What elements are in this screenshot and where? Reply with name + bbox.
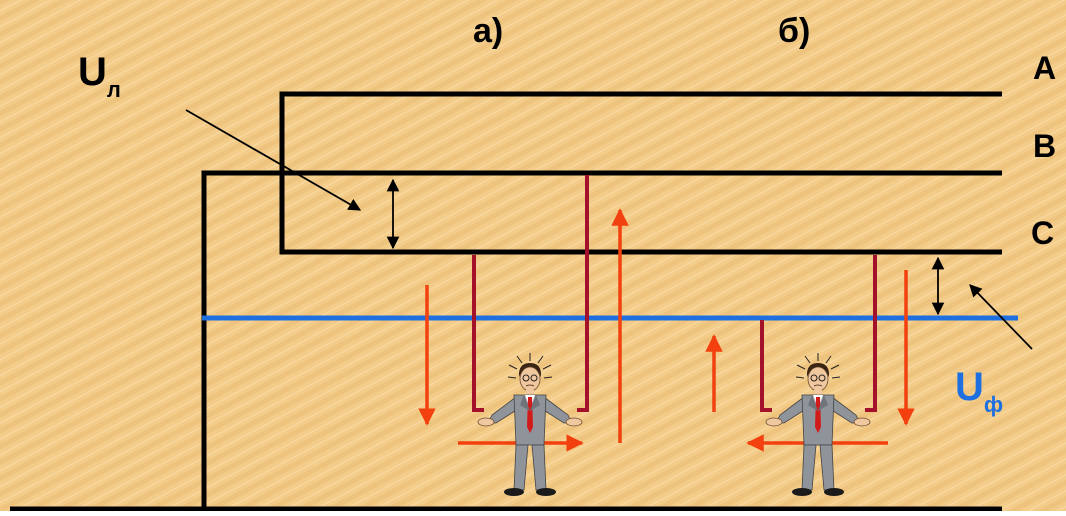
person-a-left-wire (472, 255, 484, 412)
u-line-label: Uл (78, 50, 121, 102)
phase-b-label: B (1033, 128, 1057, 164)
wire-b (201, 170, 1002, 509)
phase-c-label: C (1031, 215, 1055, 251)
case-b-label: б) (778, 12, 811, 50)
u-line-sub: л (106, 77, 121, 102)
case-a-label: а) (473, 12, 504, 50)
u-line-main: U (78, 50, 107, 94)
person-a-right-wire (577, 175, 589, 412)
person-b-left-wire (760, 320, 772, 412)
pointer-arrow-icon (969, 284, 1033, 350)
u-phase-main: U (955, 365, 984, 409)
phase-a-label: A (1033, 50, 1057, 86)
phase-wires (10, 91, 1002, 512)
person-b-right-wire (865, 255, 877, 412)
u-phase-sub: ф (983, 392, 1004, 417)
voltage-arrows (185, 109, 1033, 350)
pointer-arrow-icon (185, 109, 362, 211)
u-phase-label: Uф (955, 365, 1003, 417)
person-wires (472, 175, 877, 412)
